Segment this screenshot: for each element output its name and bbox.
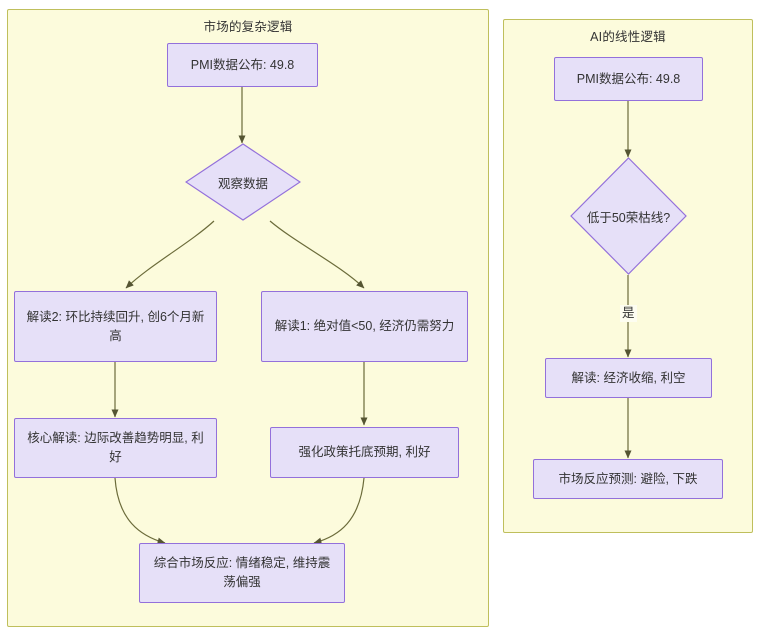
node-left-branch-left-label: 解读2: 环比持续回升, 创6个月新高 (26, 309, 205, 343)
node-right-interpretation-label: 解读: 经济收缩, 利空 (571, 370, 686, 385)
node-left-result[interactable]: 综合市场反应: 情绪稳定, 维持震荡偏强 (139, 543, 345, 603)
subgraph-title-left: 市场的复杂逻辑 (203, 20, 293, 34)
diamond-shape-right (570, 157, 687, 275)
node-left-decision[interactable]: 观察数据 (185, 143, 301, 221)
node-left-core-right[interactable]: 强化政策托底预期, 利好 (270, 427, 459, 478)
node-right-prediction[interactable]: 市场反应预测: 避险, 下跌 (533, 459, 723, 499)
node-left-decision-label: 观察数据 (217, 176, 268, 191)
node-left-branch-right-label: 解读1: 绝对值<50, 经济仍需努力 (274, 319, 455, 334)
node-left-core-left[interactable]: 核心解读: 边际改善趋势明显, 利好 (14, 418, 217, 478)
node-right-interpretation[interactable]: 解读: 经济收缩, 利空 (545, 358, 712, 398)
node-left-result-label: 综合市场反应: 情绪稳定, 维持震荡偏强 (153, 556, 331, 589)
node-right-start[interactable]: PMI数据公布: 49.8 (554, 57, 703, 101)
node-right-decision[interactable]: 低于50荣枯线? (570, 157, 687, 275)
node-left-branch-right[interactable]: 解读1: 绝对值<50, 经济仍需努力 (261, 291, 468, 362)
node-left-core-right-label: 强化政策托底预期, 利好 (298, 445, 431, 460)
node-right-decision-label: 低于50荣枯线? (586, 210, 671, 225)
node-left-start-label: PMI数据公布: 49.8 (190, 57, 295, 72)
subgraph-title-right: AI的线性逻辑 (590, 30, 666, 44)
node-left-start[interactable]: PMI数据公布: 49.8 (167, 43, 318, 87)
edge-label-yes: 是 (620, 305, 637, 322)
diamond-shape-left (185, 143, 301, 221)
node-left-core-left-label: 核心解读: 边际改善趋势明显, 利好 (27, 431, 204, 464)
node-right-start-label: PMI数据公布: 49.8 (576, 71, 681, 86)
node-right-prediction-label: 市场反应预测: 避险, 下跌 (558, 471, 698, 486)
node-left-branch-left[interactable]: 解读2: 环比持续回升, 创6个月新高 (14, 291, 217, 362)
